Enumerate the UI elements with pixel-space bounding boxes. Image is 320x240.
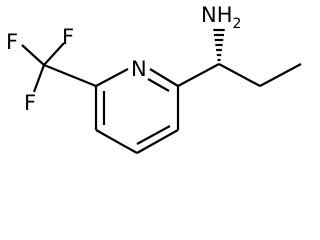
bond-f-top-right: [43, 42, 65, 66]
chemical-structure: NH2 N F F F: [6, 3, 302, 154]
atom-label-amine: NH2: [201, 3, 241, 32]
bond-cf3-ring: [43, 63, 97, 88]
bond-f-left: [32, 64, 46, 93]
bond-chiral-ch2: [218, 63, 261, 87]
atom-label-fluorine-top-right: F: [62, 25, 74, 49]
atom-label-ring-nitrogen: N: [131, 57, 147, 81]
atom-label-fluorine-left: F: [24, 91, 36, 115]
bond-ch2-ch3: [259, 63, 302, 87]
ring-bond-n-c2: [149, 68, 179, 87]
amine-main: NH: [201, 3, 233, 27]
hashed-wedge-bond: [213, 28, 225, 62]
ring-bond-c4-c5: [95, 129, 138, 154]
ring-bond-c3-c4: [136, 129, 179, 154]
ring-bond-c6-n: [95, 68, 129, 87]
ring-double-n-c2: [147, 78, 170, 92]
ring-double-c3-c4: [136, 125, 171, 145]
amine-subscript: 2: [233, 16, 242, 32]
bond-f-top-left: [21, 44, 45, 66]
bond-ring-chiral: [177, 63, 220, 87]
trifluoromethyl-bonds: [21, 42, 97, 93]
pyridine-ring: [94, 68, 180, 154]
side-chain: [177, 63, 302, 87]
atom-label-fluorine-top-left: F: [6, 30, 18, 54]
